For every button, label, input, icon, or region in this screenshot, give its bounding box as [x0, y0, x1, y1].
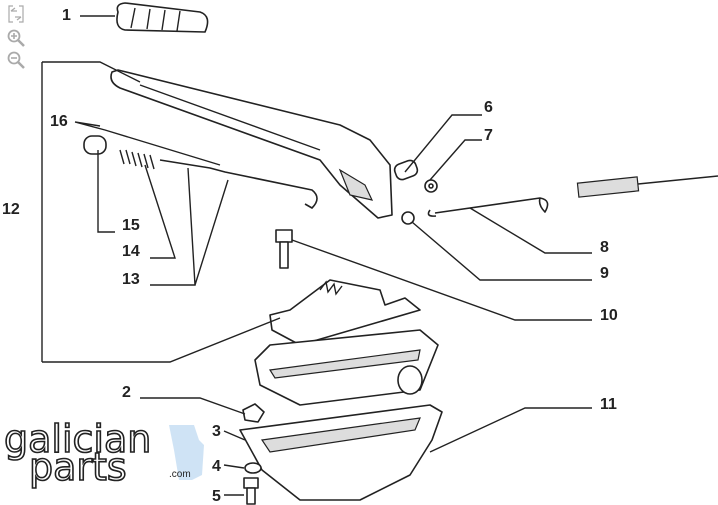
leader-lines	[41, 15, 592, 496]
washer-4[interactable]	[244, 462, 262, 474]
boot-11[interactable]	[239, 404, 443, 501]
fit-screen-icon	[8, 5, 24, 23]
clip-9[interactable]	[401, 211, 415, 225]
logo-suffix: .com	[169, 469, 191, 480]
ratchet-bracket[interactable]	[269, 279, 421, 346]
cable[interactable]	[576, 175, 718, 198]
cover[interactable]	[254, 329, 439, 406]
callout-1[interactable]: 1	[62, 7, 71, 24]
callout-15[interactable]: 15	[122, 217, 140, 234]
handbrake-lever[interactable]	[110, 69, 393, 219]
logo-line2: parts	[29, 445, 127, 489]
pin[interactable]	[83, 135, 107, 155]
fit-screen-button[interactable]	[6, 4, 26, 23]
washer-7[interactable]	[424, 179, 438, 193]
handbrake-grip[interactable]	[116, 2, 209, 33]
callout-4[interactable]: 4	[212, 458, 221, 475]
callout-3[interactable]: 3	[212, 423, 221, 440]
screw-5[interactable]	[243, 477, 259, 505]
callout-8[interactable]: 8	[600, 239, 609, 256]
bolt-10[interactable]	[275, 229, 293, 269]
spring[interactable]	[119, 149, 155, 170]
zoom-in-button[interactable]	[6, 28, 26, 47]
zoom-out-button[interactable]	[6, 50, 26, 69]
zoom-in-icon	[7, 29, 25, 47]
zoom-out-icon	[7, 51, 25, 69]
callout-11[interactable]: 11	[600, 396, 617, 413]
cable-rod[interactable]	[427, 197, 549, 217]
callout-12[interactable]: 12	[2, 201, 20, 218]
callout-16[interactable]: 16	[50, 113, 68, 130]
galicianparts-logo: galician parts .com	[4, 420, 204, 490]
release-rod[interactable]	[159, 159, 318, 209]
callout-9[interactable]: 9	[600, 265, 609, 282]
callout-6[interactable]: 6	[484, 99, 493, 116]
logo-line1: galician	[4, 420, 151, 461]
callout-14[interactable]: 14	[122, 243, 140, 260]
nut-2[interactable]	[242, 403, 265, 423]
callout-7[interactable]: 7	[484, 127, 493, 144]
callout-10[interactable]: 10	[600, 307, 618, 324]
callout-13[interactable]: 13	[122, 271, 140, 288]
callout-2[interactable]: 2	[122, 384, 131, 401]
callout-5[interactable]: 5	[212, 488, 221, 505]
